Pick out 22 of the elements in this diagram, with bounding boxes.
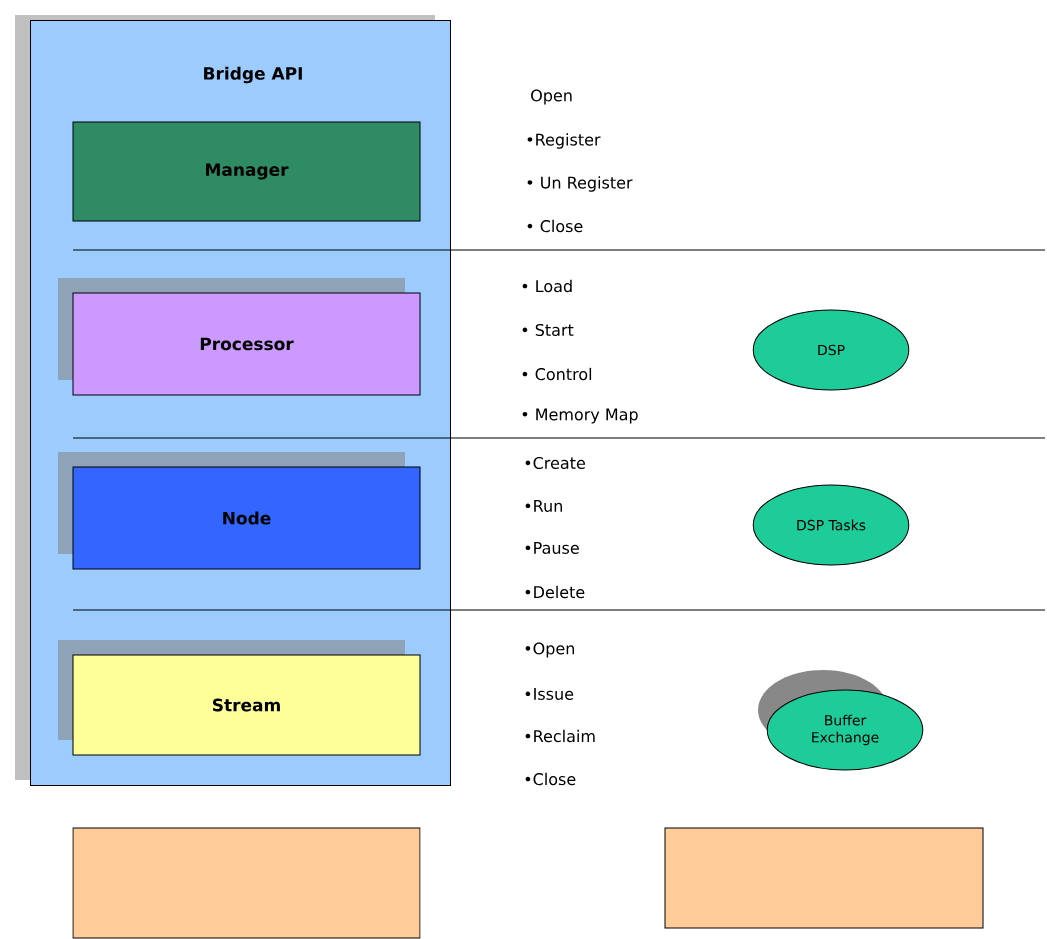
list-item: •Issue — [525, 688, 574, 700]
list-item: • Load — [522, 279, 572, 293]
list-item: •Delete — [525, 585, 585, 599]
list-item: •Run — [525, 500, 562, 512]
list-item: •Pause — [525, 542, 579, 554]
list-item: •Create — [525, 456, 585, 470]
list-item: • Control — [522, 367, 592, 381]
list-item: •Register — [527, 133, 601, 149]
module-box: Stream — [72, 654, 421, 756]
module-box: Node — [72, 466, 421, 570]
list-item: • Memory Map — [522, 408, 638, 424]
list-item: •Open — [525, 642, 574, 658]
list-item: • Close — [527, 219, 583, 233]
processor-box — [664, 827, 984, 929]
list-item: • Un Register — [527, 176, 633, 192]
module-box: Processor — [72, 292, 421, 396]
list-item: • Start — [522, 323, 574, 337]
list-item: Open — [531, 89, 572, 105]
processor-box — [72, 827, 421, 939]
list-item: •Close — [525, 772, 576, 786]
module-box: Manager — [72, 121, 421, 222]
list-item: •Reclaim — [525, 729, 595, 743]
